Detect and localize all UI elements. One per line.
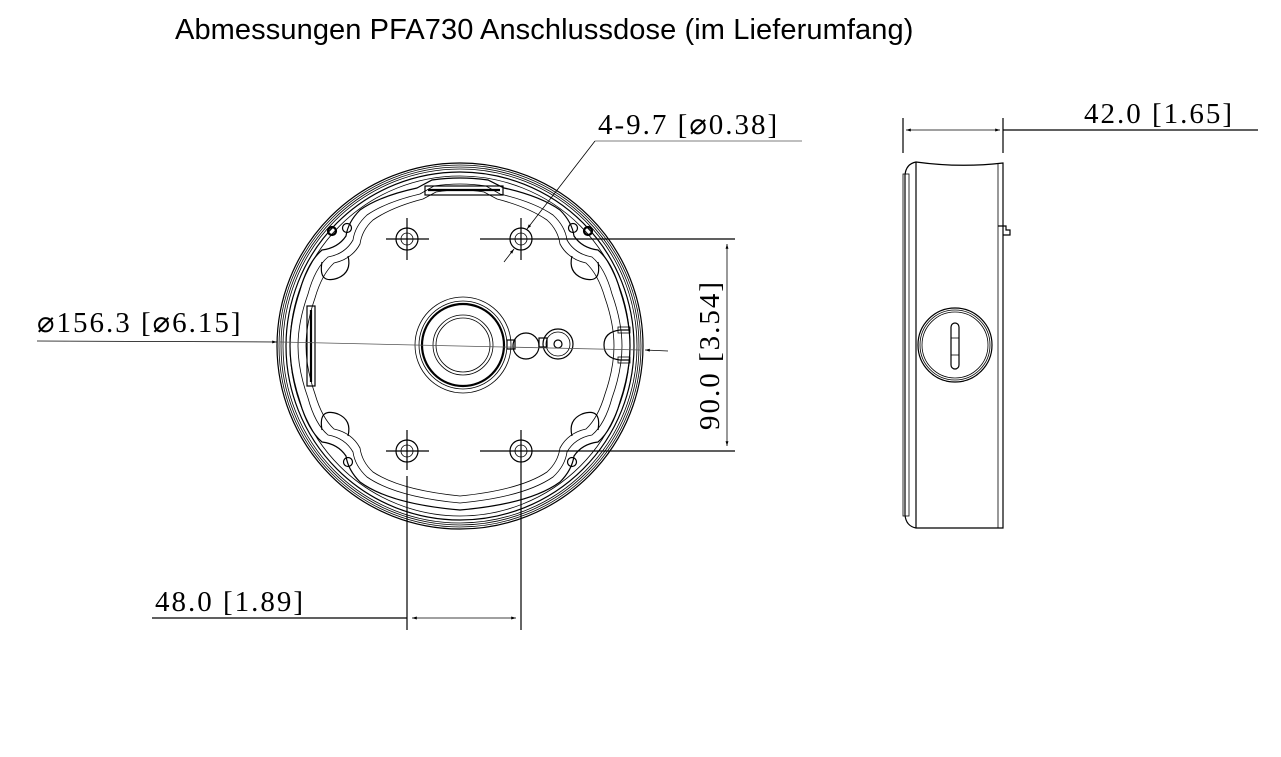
mounting-hole: [386, 218, 429, 260]
depth-label: 42.0 [1.65]: [1084, 98, 1234, 130]
side-view-junction-box: [902, 161, 1011, 529]
mounting-hole: [480, 430, 735, 630]
vertical-spacing-label: 90.0 [3.54]: [694, 280, 726, 430]
drawing-title: Abmessungen PFA730 Anschlussdose (im Lie…: [175, 14, 914, 46]
horizontal-spacing-label: 48.0 [1.89]: [155, 586, 305, 618]
dimension-depth: 42.0 [1.65]: [902, 98, 1258, 153]
front-view-junction-box: [276, 162, 735, 630]
dimension-vertical-spacing: 90.0 [3.54]: [694, 244, 729, 446]
mounting-hole: [386, 430, 429, 630]
dimension-outer-diameter: ⌀156.3 [⌀6.15]: [36, 307, 669, 352]
dimension-horizontal-spacing: 48.0 [1.89]: [152, 586, 516, 620]
dimension-mount-holes: 4-9.7 [⌀0.38]: [503, 109, 802, 263]
outer-diameter-label: ⌀156.3 [⌀6.15]: [37, 307, 242, 339]
mounting-hole: [480, 218, 735, 260]
mount-holes-label: 4-9.7 [⌀0.38]: [598, 109, 779, 141]
